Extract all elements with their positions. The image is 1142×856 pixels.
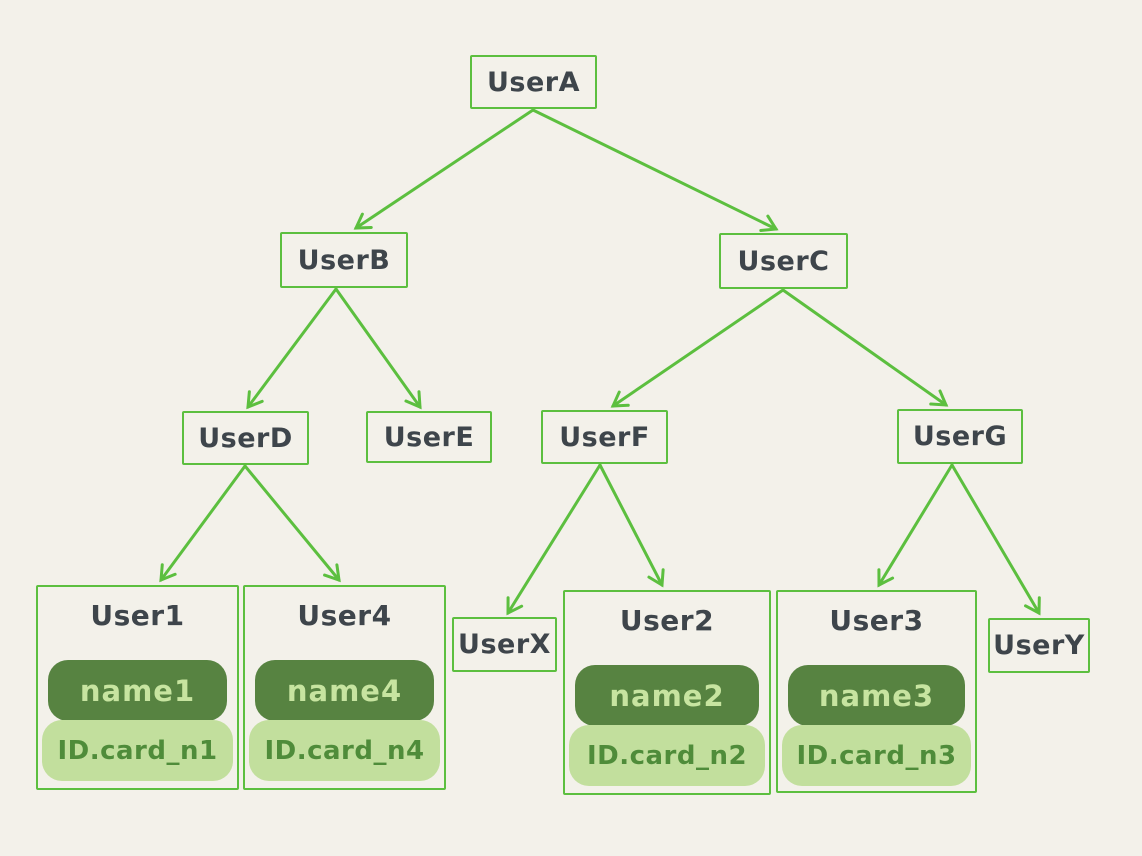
node-userD: UserD	[182, 411, 309, 465]
card-user2-idcard: ID.card_n2	[586, 740, 748, 771]
card-user1-name: name1	[79, 673, 196, 708]
card-user3-title: User3	[829, 604, 924, 637]
node-userC: UserC	[719, 233, 848, 289]
node-userE: UserE	[366, 411, 492, 463]
card-user1-title: User1	[90, 599, 185, 632]
node-userA-label: UserA	[486, 66, 581, 98]
node-userE-label: UserE	[383, 421, 475, 453]
card-user2-name: name2	[609, 678, 725, 713]
card-user2: User2 name2 ID.card_n2	[563, 590, 771, 795]
card-user1-idcard: ID.card_n1	[57, 735, 218, 766]
node-userD-label: UserD	[198, 422, 293, 454]
card-user4-name: name4	[286, 673, 403, 708]
node-userB-label: UserB	[297, 244, 391, 276]
card-user1-idcard-pill: ID.card_n1	[42, 720, 233, 781]
card-user2-idcard-pill: ID.card_n2	[569, 725, 765, 786]
node-userA: UserA	[470, 55, 597, 109]
node-userY-label: UserY	[993, 630, 1085, 661]
card-user3-idcard-pill: ID.card_n3	[782, 725, 971, 786]
node-userG-label: UserG	[912, 421, 1008, 452]
node-userB: UserB	[280, 232, 408, 288]
card-user3-name: name3	[818, 678, 935, 713]
card-user4-idcard-pill: ID.card_n4	[249, 720, 440, 781]
edge-group	[159, 108, 1041, 616]
card-user3: User3 name3 ID.card_n3	[776, 590, 977, 793]
card-user4: User4 name4 ID.card_n4	[243, 585, 446, 790]
node-userF: UserF	[541, 410, 668, 464]
card-user3-idcard: ID.card_n3	[796, 740, 957, 771]
card-user3-name-pill: name3	[788, 665, 965, 726]
card-user1: User1 name1 ID.card_n1	[36, 585, 239, 790]
node-userX-label: UserX	[458, 629, 551, 660]
card-user2-name-pill: name2	[575, 665, 759, 726]
node-userF-label: UserF	[559, 421, 650, 453]
node-userY: UserY	[988, 618, 1090, 673]
card-user4-name-pill: name4	[255, 660, 434, 721]
card-user1-name-pill: name1	[48, 660, 227, 721]
node-userX: UserX	[452, 617, 557, 672]
node-userC-label: UserC	[737, 245, 830, 277]
node-userG: UserG	[897, 409, 1023, 464]
card-user4-idcard: ID.card_n4	[264, 735, 425, 766]
card-user4-title: User4	[297, 599, 392, 632]
card-user2-title: User2	[619, 604, 715, 637]
